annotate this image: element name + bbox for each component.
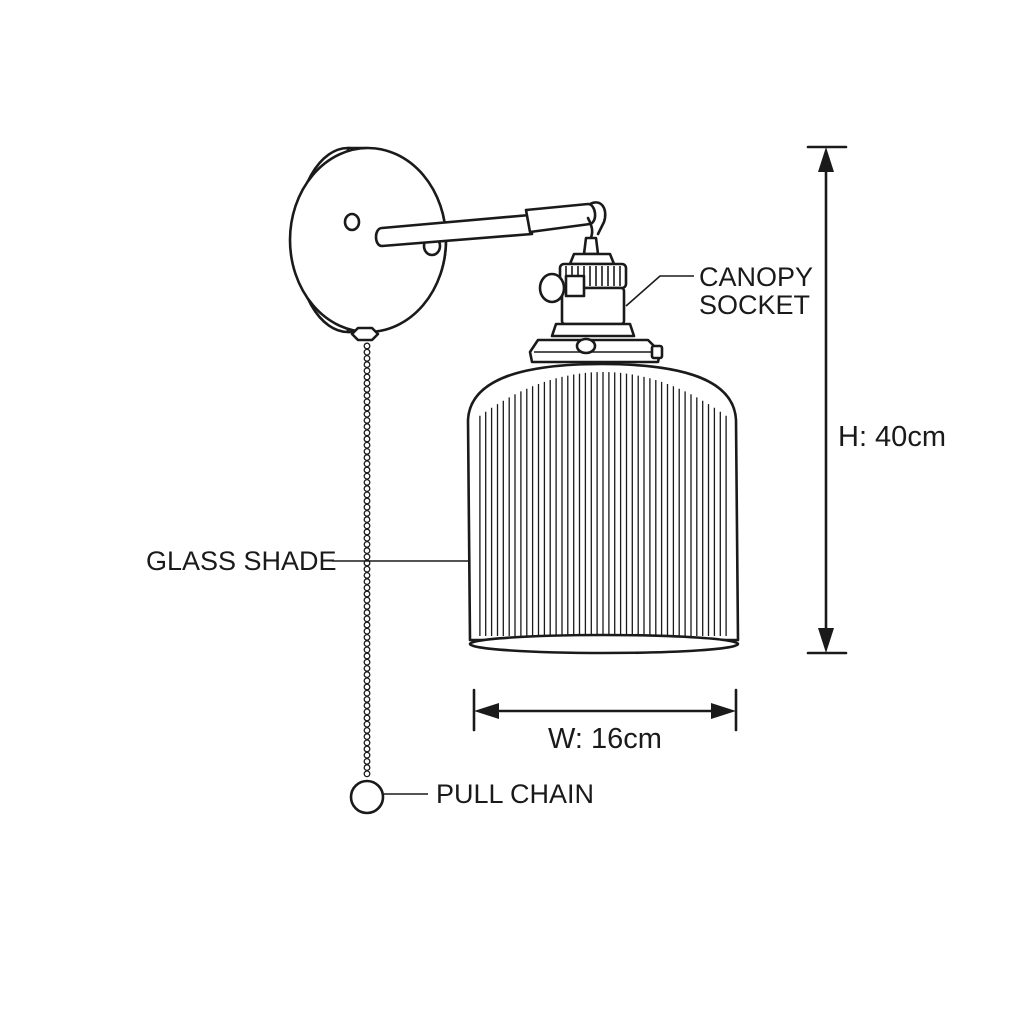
chain-bead bbox=[363, 367, 371, 375]
chain-bead bbox=[363, 751, 371, 759]
chain-bead bbox=[363, 497, 371, 505]
chain-bead bbox=[363, 416, 371, 424]
chain-bead bbox=[363, 447, 371, 455]
glass-shade bbox=[466, 362, 740, 655]
chain-bead bbox=[363, 677, 371, 685]
chain-bead bbox=[363, 491, 371, 499]
chain-bead bbox=[363, 385, 371, 393]
chain-bead bbox=[363, 534, 371, 542]
canopy-socket bbox=[538, 236, 636, 338]
chain-bead bbox=[363, 441, 371, 449]
chain-bead bbox=[363, 658, 371, 666]
callout-glass-shade: GLASS SHADE bbox=[146, 546, 470, 576]
chain-bead bbox=[363, 584, 371, 592]
chain-bead bbox=[363, 764, 371, 772]
height-dimension bbox=[806, 145, 848, 655]
glass-shade-label: GLASS SHADE bbox=[146, 546, 337, 576]
chain-bead bbox=[363, 689, 371, 697]
chain-bead bbox=[363, 702, 371, 710]
chain-bead bbox=[363, 398, 371, 406]
chain-bead bbox=[363, 454, 371, 462]
chain-bead bbox=[363, 435, 371, 443]
chain-bead bbox=[363, 379, 371, 387]
lamp-arm bbox=[374, 201, 607, 248]
chain-bead bbox=[363, 404, 371, 412]
socket-label: SOCKET bbox=[699, 290, 810, 320]
pull-chain-knob[interactable] bbox=[349, 779, 385, 815]
chain-bead bbox=[363, 540, 371, 548]
chain-bead bbox=[363, 553, 371, 561]
callout-pull-chain: PULL CHAIN bbox=[384, 779, 594, 809]
chain-bead bbox=[363, 621, 371, 629]
chain-bead bbox=[363, 423, 371, 431]
chain-bead bbox=[363, 609, 371, 617]
chain-bead bbox=[363, 664, 371, 672]
chain-bead bbox=[363, 596, 371, 604]
pull-chain bbox=[349, 342, 385, 815]
chain-bead bbox=[363, 354, 371, 362]
chain-bead bbox=[363, 720, 371, 728]
chain-bead bbox=[363, 485, 371, 493]
chain-bead bbox=[363, 373, 371, 381]
chain-bead bbox=[363, 695, 371, 703]
chain-bead bbox=[363, 466, 371, 474]
chain-bead bbox=[363, 757, 371, 765]
chain-bead bbox=[363, 671, 371, 679]
chain-bead bbox=[363, 739, 371, 747]
width-label: W: 16cm bbox=[548, 723, 662, 755]
chain-bead bbox=[363, 528, 371, 536]
chain-bead bbox=[363, 522, 371, 530]
chain-bead bbox=[363, 683, 371, 691]
chain-bead bbox=[363, 565, 371, 573]
chain-bead bbox=[363, 516, 371, 524]
shade-cap bbox=[528, 337, 664, 364]
chain-bead bbox=[363, 733, 371, 741]
chain-bead bbox=[363, 708, 371, 716]
canopy-label: CANOPY bbox=[699, 262, 813, 292]
chain-bead bbox=[363, 503, 371, 511]
chain-bead bbox=[363, 633, 371, 641]
chain-bead bbox=[363, 460, 371, 468]
chain-bead bbox=[363, 652, 371, 660]
chain-bead bbox=[363, 571, 371, 579]
chain-bead bbox=[363, 429, 371, 437]
chain-bead bbox=[363, 578, 371, 586]
width-dimension bbox=[472, 688, 738, 732]
chain-bead bbox=[363, 602, 371, 610]
chain-bead bbox=[363, 590, 371, 598]
chain-bead bbox=[363, 640, 371, 648]
chain-bead bbox=[363, 745, 371, 753]
chain-bead bbox=[363, 615, 371, 623]
height-label: H: 40cm bbox=[838, 421, 946, 453]
chain-bead bbox=[363, 478, 371, 486]
chain-bead bbox=[363, 348, 371, 356]
pull-chain-label: PULL CHAIN bbox=[436, 779, 594, 809]
chain-bead bbox=[363, 361, 371, 369]
chain-bead bbox=[363, 627, 371, 635]
chain-bead bbox=[363, 726, 371, 734]
chain-bead bbox=[363, 392, 371, 400]
chain-bead bbox=[363, 646, 371, 654]
chain-bead bbox=[363, 410, 371, 418]
chain-bead bbox=[363, 770, 371, 778]
chain-bead bbox=[363, 714, 371, 722]
chain-bead bbox=[363, 547, 371, 555]
callout-canopy-socket: CANOPY SOCKET bbox=[625, 262, 813, 320]
chain-bead bbox=[363, 472, 371, 480]
chain-bead bbox=[363, 342, 371, 350]
chain-bead bbox=[363, 509, 371, 517]
